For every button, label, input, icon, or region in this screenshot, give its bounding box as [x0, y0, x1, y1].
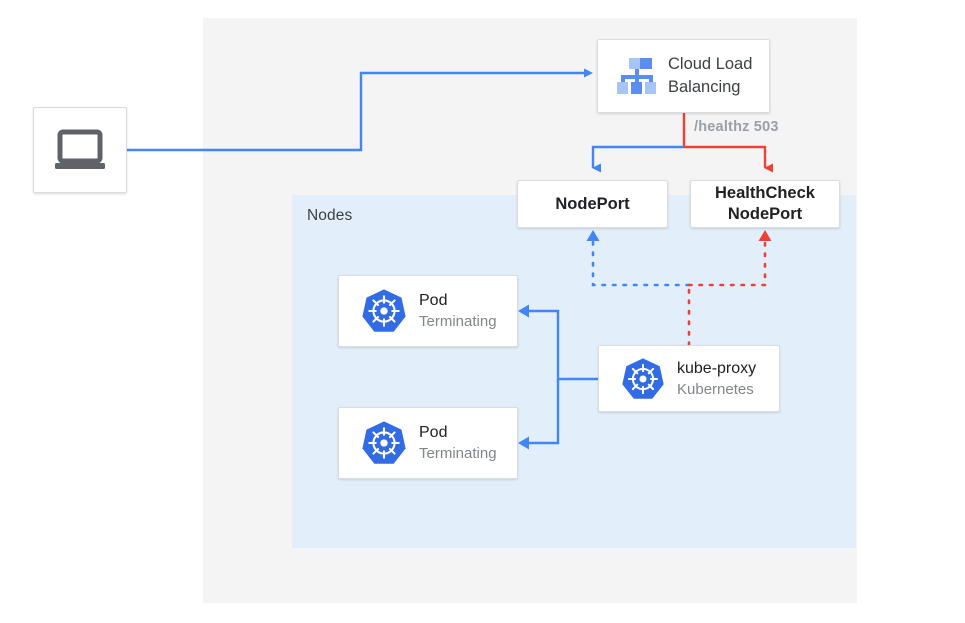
- pod-1-title: Pod: [419, 292, 448, 309]
- hcnp-line-2: NodePort: [727, 205, 803, 223]
- pod-card-1: Pod Terminating: [338, 275, 518, 347]
- pod-card-2: Pod Terminating: [338, 407, 518, 479]
- healthcheck-nodeport-label: HealthCheck NodePort: [691, 181, 839, 227]
- kubernetes-icon: [339, 420, 419, 466]
- kube-proxy-card: kube-proxy Kubernetes: [598, 345, 780, 412]
- nodeport-label: NodePort: [555, 194, 630, 213]
- cloud-load-balancing-label: Cloud Load Balancing: [668, 53, 752, 99]
- healthcheck-nodeport-card: HealthCheck NodePort: [690, 180, 840, 228]
- laptop-icon: [52, 128, 108, 172]
- clb-line-2: Balancing: [668, 78, 741, 96]
- kube-proxy-label: kube-proxy Kubernetes: [677, 358, 756, 400]
- pod-2-title: Pod: [419, 424, 448, 441]
- nodes-panel-label: Nodes: [307, 207, 353, 224]
- clb-line-1: Cloud Load: [668, 55, 753, 73]
- kubernetes-icon: [339, 288, 419, 334]
- healthz-status-label: /healthz 503: [694, 119, 779, 135]
- kubernetes-icon: [599, 357, 677, 401]
- hcnp-line-1: HealthCheck: [715, 184, 815, 202]
- nodeport-card: NodePort: [517, 180, 668, 228]
- client-laptop-card: [33, 107, 127, 193]
- cloud-load-balancing-card: Cloud Load Balancing: [597, 39, 770, 113]
- pod-2-status: Terminating: [419, 445, 497, 462]
- kube-proxy-title: kube-proxy: [677, 359, 757, 377]
- pod-1-status: Terminating: [419, 313, 497, 330]
- kube-proxy-subtitle: Kubernetes: [677, 380, 754, 398]
- cloud-load-balancing-icon: [598, 56, 668, 96]
- pod-1-label: Pod Terminating: [419, 290, 497, 332]
- pod-2-label: Pod Terminating: [419, 422, 497, 464]
